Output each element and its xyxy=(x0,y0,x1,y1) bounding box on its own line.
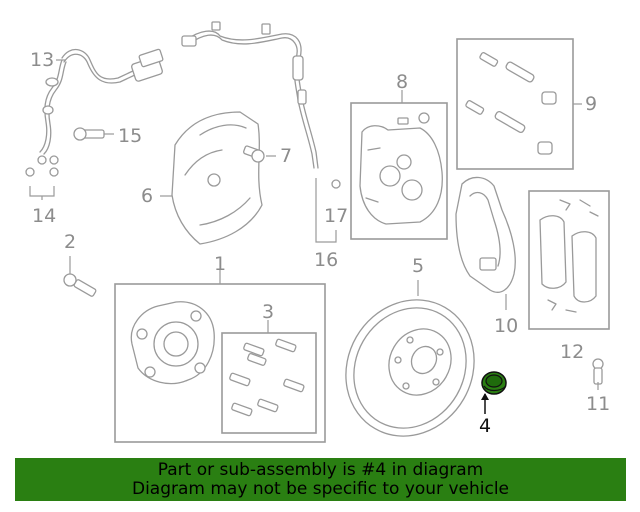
wheel-hub xyxy=(130,270,221,385)
wheel-studs xyxy=(229,320,305,417)
callout-9: 9 xyxy=(585,93,597,115)
brake-pads xyxy=(539,199,599,313)
bolt-15 xyxy=(73,127,114,141)
caliper-bracket xyxy=(455,176,516,310)
highlighted-part-4[interactable] xyxy=(481,371,507,414)
callout-1: 1 xyxy=(214,253,226,275)
callout-7: 7 xyxy=(280,145,292,167)
bolt-7 xyxy=(243,145,276,163)
callout-6: 6 xyxy=(141,185,153,207)
caliper xyxy=(359,90,443,225)
bracket-clips-14 xyxy=(25,167,59,200)
callout-12: 12 xyxy=(560,341,584,363)
callout-5: 5 xyxy=(412,255,424,277)
caliper-box xyxy=(350,102,448,240)
callout-11: 11 xyxy=(586,393,610,415)
bolt-2 xyxy=(63,256,97,297)
callout-3: 3 xyxy=(262,301,274,323)
callout-16: 16 xyxy=(314,249,338,271)
callout-4-highlighted: 4 xyxy=(479,415,491,437)
guide-pins xyxy=(465,51,582,155)
callout-8: 8 xyxy=(396,71,408,93)
dust-shield xyxy=(160,111,263,245)
wheel-speed-harness xyxy=(181,21,341,243)
wheel-stud-box xyxy=(221,332,317,434)
brake-rotor xyxy=(345,280,475,437)
callout-13: 13 xyxy=(30,49,54,71)
bolt-11 xyxy=(592,358,604,390)
fitment-banner: Part or sub-assembly is #4 in diagram Di… xyxy=(15,458,626,501)
callout-15: 15 xyxy=(118,125,142,147)
banner-line-2: Diagram may not be specific to your vehi… xyxy=(131,479,509,499)
callout-14: 14 xyxy=(32,205,56,227)
callout-10: 10 xyxy=(494,315,518,337)
callout-17: 17 xyxy=(324,205,348,227)
callout-2: 2 xyxy=(64,231,76,253)
abs-sensor-harness xyxy=(37,48,164,165)
banner-line-1: Part or sub-assembly is #4 in diagram xyxy=(157,460,484,480)
brake-pad-box xyxy=(528,190,610,330)
